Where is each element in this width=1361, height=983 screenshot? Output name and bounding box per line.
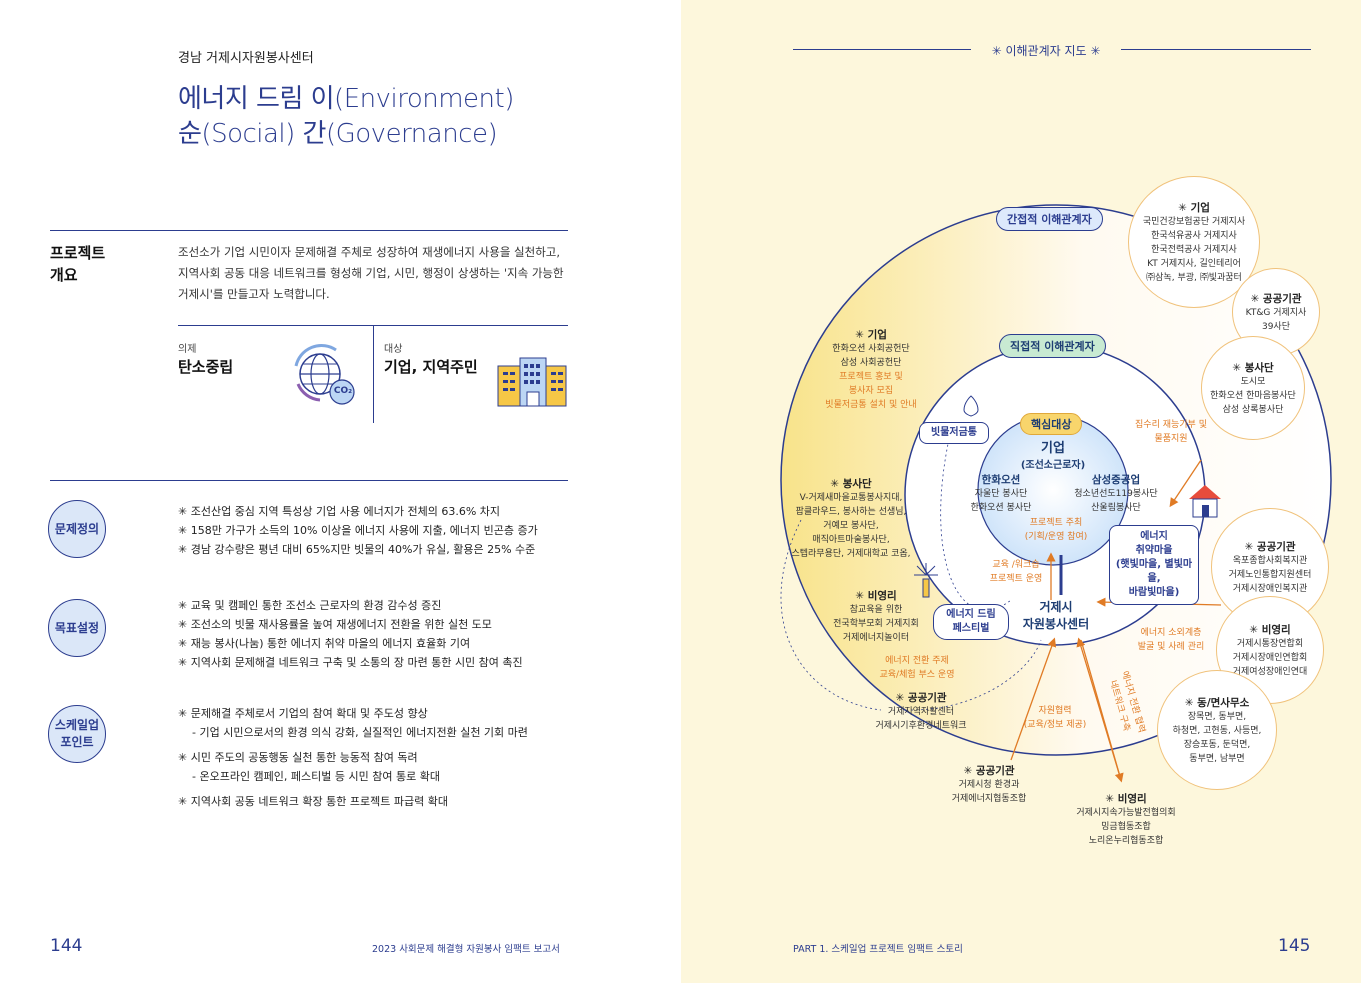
goal-list: ✳ 교육 및 캠페인 통한 조선소 근로자의 환경 감수성 증진 ✳ 조선소의 … <box>178 596 523 672</box>
resource-coop-label: 자원협력 (교육/정보 제공) <box>1023 706 1087 730</box>
target-small-label: 대상 <box>384 344 403 355</box>
energy-vulnerable-label: 에너지 소외계층 발굴 및 사례 관리 <box>1137 628 1205 652</box>
overview-text: 조선소가 기업 시민이자 문제해결 주체로 성장하여 재생에너지 사용을 실천하… <box>178 245 564 301</box>
title-rule-left <box>793 49 971 50</box>
bottom-npo-group: ✳ 비영리 거제시지속가능발전협의회 밍금협동조합 노리온누리협동조합 <box>1076 793 1176 846</box>
vulnerable-village-box: 에너지 취약마을 (햇빛마을, 별빛마을, 바람빛마을) <box>1109 525 1199 605</box>
footer-title: 2023 사회문제 해결형 자원봉사 임팩트 보고서 <box>372 944 560 955</box>
core-role: 프로젝트 주최 (기획/운영 참여) <box>1024 518 1088 542</box>
edu-booth-label: 에너지 전환 주제 교육/체험 부스 운영 <box>879 656 955 680</box>
target-value: 기업, 지역주민 <box>384 358 478 376</box>
co2-label: CO₂ <box>333 386 353 396</box>
list-item: ✳ 지역사회 공동 네트워크 확장 통한 프로젝트 파급력 확대 <box>178 795 448 808</box>
agenda-value: 탄소중립 <box>178 358 234 376</box>
problem-badge: 문제정의 <box>48 500 106 558</box>
left-page: 경남 거제시자원봉사센터 에너지 드림 이(Environment) 순(Soc… <box>48 51 568 956</box>
globe-co2-icon: CO₂ <box>290 344 360 406</box>
list-item: ✳ 조선소의 빗물 재사용률을 높여 재생에너지 전환을 위한 실천 도모 <box>178 618 492 631</box>
core-target-badge: 핵심대상 <box>1020 413 1083 435</box>
hanwha-ocean: 한화오션 자울단 봉사단 한화오션 봉사단 <box>970 474 1032 513</box>
right-page: ✳ 이해관계자 지도 ✳ <box>681 0 1361 983</box>
vertical-divider <box>373 325 374 423</box>
direct-stakeholder-label: 직접적 이해관계자 <box>999 334 1106 358</box>
title-line-2: 순(Social) 간(Governance) <box>178 119 498 149</box>
page-number: 145 <box>1278 936 1311 956</box>
left-volunteer-group: ✳ 봉사단 V-거제새마을교통봉사지대, 팝클라우드, 봉사하는 선생님, 거예… <box>791 478 911 559</box>
footer-part: PART 1. 스케일업 프로젝트 임팩트 스토리 <box>793 944 963 955</box>
list-item: ✳ 시민 주도의 공동행동 실천 통한 능동적 참여 독려 <box>178 751 418 764</box>
indirect-stakeholder-label: 간접적 이해관계자 <box>996 207 1103 231</box>
scaleup-list: ✳ 문제해결 주체로서 기업의 참여 확대 및 주도성 향상 - 기업 시민으로… <box>178 704 528 811</box>
list-item: ✳ 재능 봉사(나눔) 통한 에너지 취약 마을의 에너지 효율화 기여 <box>178 637 471 650</box>
energy-festival-box: 에너지 드림 페스티벌 <box>933 604 1009 640</box>
title-line-1: 에너지 드림 이(Environment) <box>178 84 514 114</box>
house-repair-label: 집수리 재능기부 및 물품지원 <box>1135 420 1207 444</box>
title-rule-right <box>1121 49 1311 50</box>
edu-workshop-label: 교육 /워크숍 프로젝트 운영 <box>989 560 1043 584</box>
map-title: ✳ 이해관계자 지도 ✳ <box>991 44 1101 58</box>
list-item: ✳ 158만 가구가 소득의 10% 이상을 에너지 사용에 지출, 에너지 빈… <box>178 524 538 537</box>
list-subitem: - 기업 시민으로서의 환경 의식 강화, 실질적인 에너지전환 실천 기회 마… <box>192 726 528 739</box>
list-item: ✳ 조선산업 중심 지역 특성상 기업 사용 에너지가 전체의 63.6% 차지 <box>178 505 501 518</box>
left-npo-group: ✳ 비영리 참교육을 위한 전국학부모회 거제지회 거제에너지놀이터 <box>833 590 919 643</box>
list-item: ✳ 지역사회 문제해결 네트워크 구축 및 소통의 장 마련 통한 시민 참여 … <box>178 656 523 669</box>
divider <box>50 230 568 231</box>
core-target: 기업 (조선소근로자) <box>1020 441 1086 471</box>
problem-list: ✳ 조선산업 중심 지역 특성상 기업 사용 에너지가 전체의 63.6% 차지… <box>178 502 538 559</box>
list-item: ✳ 문제해결 주체로서 기업의 참여 확대 및 주도성 향상 <box>178 707 428 720</box>
goal-badge: 목표설정 <box>48 599 106 657</box>
bottom-public-group: ✳ 공공기관 거제시청 환경과 거제에너지협동조합 <box>951 765 1027 804</box>
divider <box>50 480 568 481</box>
center-volunteer: 거제시 자원봉사센터 <box>1022 600 1090 631</box>
overview-label: 프로젝트 개요 <box>50 244 106 284</box>
page-number: 144 <box>50 936 83 956</box>
node-dong-office: ✳ 동/면사무소 장목면, 동부면, 하청면, 고현동, 사등면, 장승포동, … <box>1157 670 1277 790</box>
organization-name: 경남 거제시자원봉사센터 <box>178 51 314 66</box>
samsung-heavy: 삼성중공업 청소년선도119봉사단 산울림봉사단 <box>1074 474 1158 513</box>
node-volunteer: ✳ 봉사단 도시모 한화오션 한마음봉사단 삼성 상록봉사단 <box>1201 336 1305 440</box>
left-company-group: ✳ 기업 한화오션 사회공헌단 삼성 사회공헌단 프로젝트 홍보 및 봉사자 모… <box>825 329 917 410</box>
agenda-small-label: 의제 <box>178 344 197 355</box>
list-item: ✳ 교육 및 캠페인 통한 조선소 근로자의 환경 감수성 증진 <box>178 599 442 612</box>
node-company: ✳ 기업 국민건강보험공단 거제지사 한국석유공사 거제지사 한국전력공사 거제… <box>1128 176 1260 308</box>
project-title: 에너지 드림 이(Environment) 순(Social) 간(Govern… <box>178 82 514 152</box>
building-icon <box>497 356 567 408</box>
scaleup-badge: 스케일업 포인트 <box>48 705 106 763</box>
list-subitem: - 온오프라인 캠페인, 페스티벌 등 시민 참여 통로 확대 <box>192 770 440 783</box>
list-item: ✳ 경남 강수량은 평년 대비 65%지만 빗물의 40%가 유실, 활용은 2… <box>178 543 536 556</box>
left-public-group: ✳ 공공기관 거제지역자활센터 거제시기후환경네트워크 <box>875 692 967 731</box>
rain-saving-box: 빗물저금통 <box>919 422 989 444</box>
